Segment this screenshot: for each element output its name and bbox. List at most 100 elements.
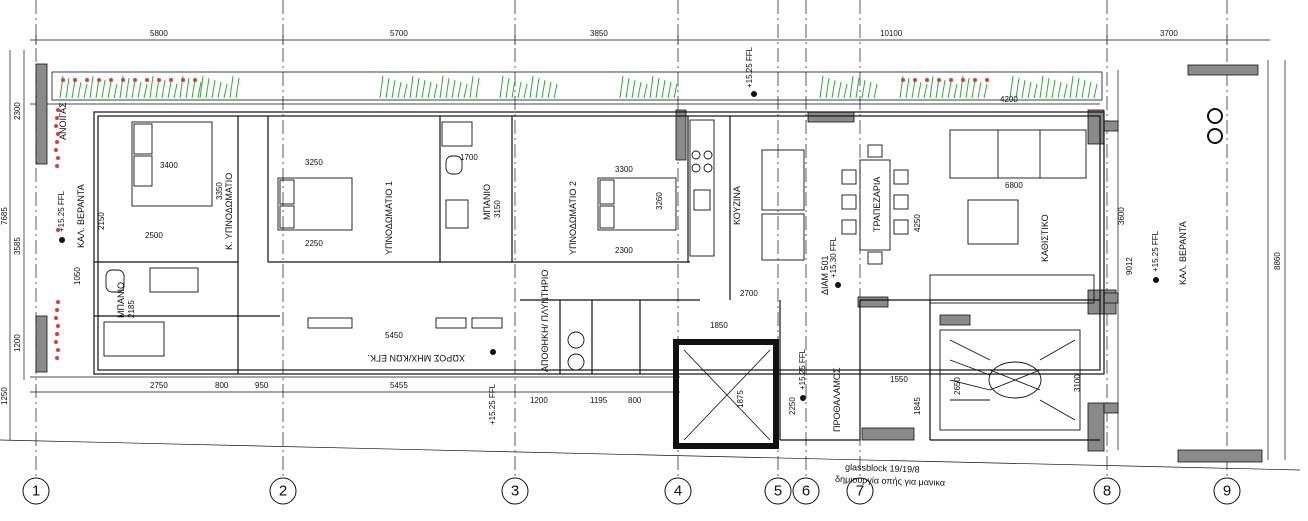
plant-stem xyxy=(643,83,648,99)
dimension-label: 800 xyxy=(628,396,642,405)
plant-stem xyxy=(505,77,510,99)
dimension-label: 3585 xyxy=(13,237,22,255)
dimension-label: 7685 xyxy=(0,207,9,225)
left-dimension-line xyxy=(9,50,25,440)
plant-flower xyxy=(55,140,59,144)
dimension-label: 1200 xyxy=(13,334,22,352)
plant-stem xyxy=(143,83,148,99)
axis-labels: 1 2 3 4 5 6 7 8 9 xyxy=(32,483,1231,500)
bottom-note: δημιουργία οπής για μανικα xyxy=(835,474,945,488)
dimension-label: 5455 xyxy=(390,381,408,390)
dimension-label: 1850 xyxy=(710,321,728,330)
plant-stem xyxy=(941,79,946,99)
level-label: +15.25 FFL xyxy=(745,46,754,88)
room-label-living: ΚΑΘΙΣΤΙΚΟ xyxy=(1040,214,1050,262)
plant-stem xyxy=(541,79,546,99)
plant-flower xyxy=(54,340,58,344)
room-label-dining: ΤΡΑΠΕΖΑΡΙΑ xyxy=(872,177,882,232)
plant-stem xyxy=(125,77,130,99)
plant-stem xyxy=(1087,81,1092,99)
room-label-kitchen: ΚΟΥΖΙΝΑ xyxy=(732,186,742,225)
plant-stem xyxy=(71,79,76,99)
plant-stem xyxy=(637,81,642,99)
mechanical-units xyxy=(307,317,585,371)
plant-stem xyxy=(983,83,988,99)
dimension-label: 2150 xyxy=(97,212,106,230)
left-dimension-labels: 2300 3585 1200 1250 7685 xyxy=(0,102,22,405)
dimension-label: 5800 xyxy=(150,29,168,38)
plant-flower xyxy=(937,78,941,82)
plant-stem xyxy=(433,83,438,99)
plant-stem xyxy=(1009,75,1014,99)
plant-flower xyxy=(56,324,60,328)
plant-stem xyxy=(843,83,848,99)
veranda-columns xyxy=(1207,108,1223,144)
plant-stem xyxy=(137,81,142,99)
plant-stem xyxy=(819,75,824,99)
plant-flower xyxy=(56,108,60,112)
axis-label: 5 xyxy=(774,483,782,500)
living-furniture xyxy=(929,129,1095,304)
plant-stem xyxy=(953,83,958,99)
plant-stem xyxy=(1021,79,1026,99)
plant-flower xyxy=(54,316,58,320)
plant-stem xyxy=(379,75,384,99)
plant-flower xyxy=(961,78,965,82)
plant-stem xyxy=(825,77,830,99)
top-dimension-line xyxy=(30,35,1270,105)
dimension-label: 1250 xyxy=(0,387,9,405)
room-label-bath-master: ΜΠΑΝΙΟ xyxy=(116,282,126,318)
bath-fixtures xyxy=(103,121,473,357)
dimension-label: 1845 xyxy=(913,397,922,415)
plant-flower xyxy=(913,78,917,82)
plant-stem xyxy=(205,77,210,99)
dimension-label: 3260 xyxy=(655,192,664,210)
room-area-master-bedroom: 3350 xyxy=(215,182,224,200)
dimension-label: 2250 xyxy=(788,397,797,415)
apartment-label: ΔΙΑΜ 501 xyxy=(820,255,830,295)
dimension-label: 3700 xyxy=(1160,29,1178,38)
plant-stem xyxy=(191,79,196,99)
plant-flower xyxy=(55,308,59,312)
plant-stem xyxy=(529,75,534,99)
plant-stem xyxy=(667,81,672,99)
dimension-label: 4250 xyxy=(913,214,922,232)
plant-stem xyxy=(197,81,202,99)
axis-label: 3 xyxy=(511,483,519,500)
glassblock-label: glassblock 19/19/8 xyxy=(845,462,920,475)
plant-flower xyxy=(56,132,60,136)
plant-stem xyxy=(1081,79,1086,99)
plant-stem xyxy=(469,75,474,99)
plant-flower xyxy=(133,78,137,82)
plant-stem xyxy=(403,83,408,99)
plant-flower xyxy=(56,300,60,304)
plant-stem xyxy=(649,75,654,99)
plant-stem xyxy=(837,81,842,99)
dimension-label: 5700 xyxy=(390,29,408,38)
room-area-bath-main: 3150 xyxy=(493,200,502,218)
plant-stem xyxy=(131,79,136,99)
plant-flower xyxy=(54,148,58,152)
room-label-bath-main: ΜΠΑΝΙΟ xyxy=(482,184,492,220)
plant-stem xyxy=(1033,83,1038,99)
plant-stem xyxy=(223,83,228,99)
plant-stem xyxy=(673,83,678,99)
plant-flower xyxy=(949,78,953,82)
plant-flower xyxy=(61,78,65,82)
dimension-label: 4200 xyxy=(1000,95,1018,104)
plant-stem xyxy=(211,79,216,99)
plant-stem xyxy=(523,83,528,99)
interior-dimension-labels: 3400 2150 2500 1050 3250 2250 3300 3260 … xyxy=(73,95,1282,415)
plant-flower xyxy=(55,356,59,360)
plant-stem xyxy=(113,83,118,99)
plant-stem xyxy=(619,75,624,99)
dimension-label: 2250 xyxy=(305,239,323,248)
plant-stem xyxy=(499,75,504,99)
plant-stem xyxy=(445,77,450,99)
plant-stem xyxy=(199,75,204,99)
plant-flower xyxy=(193,78,197,82)
plant-stem xyxy=(391,79,396,99)
plant-flower xyxy=(97,78,101,82)
plant-stem xyxy=(173,83,178,99)
